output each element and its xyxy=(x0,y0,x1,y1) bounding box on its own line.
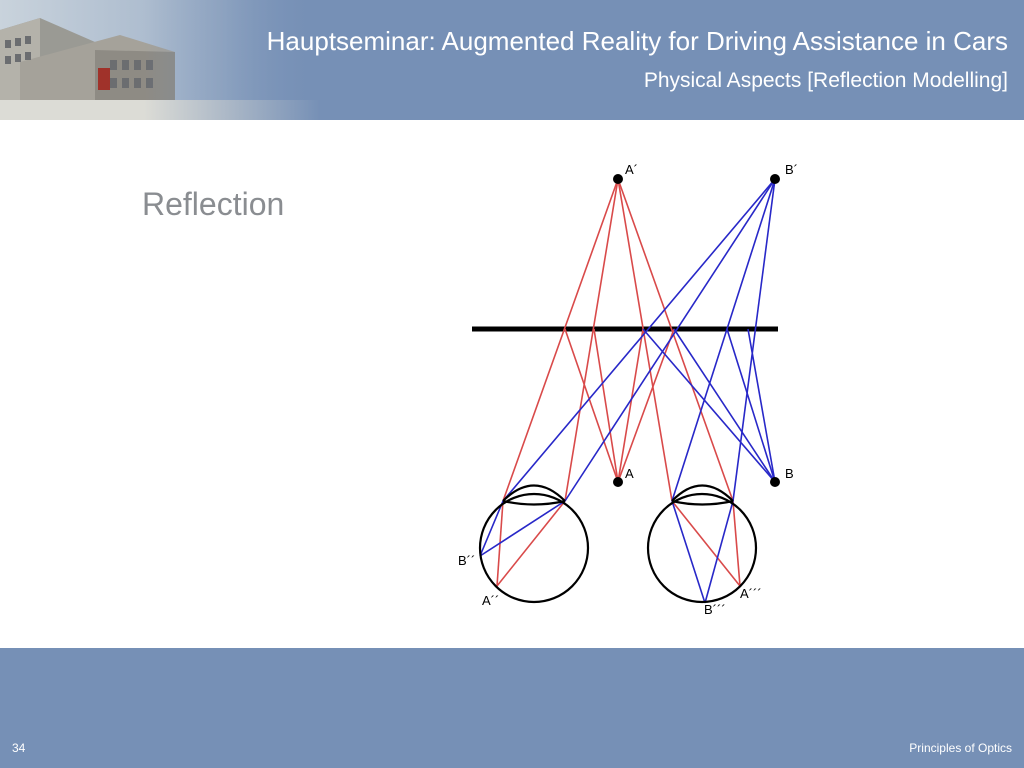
label-a-left-eye: A´´ xyxy=(482,593,499,608)
left-eye xyxy=(478,484,590,604)
ray-b-21 xyxy=(479,500,566,557)
footer-label: Principles of Optics xyxy=(909,741,1012,755)
ray-a-2 xyxy=(617,178,673,502)
ray-b-13 xyxy=(564,178,776,502)
label-a-right-eye: A´´´ xyxy=(740,586,762,601)
ray-b-18 xyxy=(726,328,776,483)
ray-a-11 xyxy=(732,500,741,587)
ray-b-19 xyxy=(747,328,776,483)
label-b-right-eye: B´´´ xyxy=(704,602,726,617)
ray-a-0 xyxy=(502,178,619,502)
page-number: 34 xyxy=(12,741,26,755)
ray-a-4 xyxy=(564,328,619,483)
point-b xyxy=(770,477,780,487)
header-building-photo xyxy=(0,0,320,120)
ray-b-12 xyxy=(502,178,776,502)
label-b-left-eye: B´´ xyxy=(458,553,475,568)
ray-b-23 xyxy=(704,500,734,604)
label-b: B xyxy=(785,466,794,481)
ray-b-16 xyxy=(642,328,776,483)
ray-a-9 xyxy=(496,500,566,587)
slide-heading: Reflection xyxy=(142,186,285,222)
ray-a-10 xyxy=(671,500,741,587)
label-a-virtual: A´ xyxy=(625,162,638,177)
ray-b-22 xyxy=(671,500,706,604)
label-a: A xyxy=(625,466,634,481)
ray-b-17 xyxy=(673,328,776,483)
header-title: Hauptseminar: Augmented Reality for Driv… xyxy=(266,26,1008,56)
header-bar: Hauptseminar: Augmented Reality for Driv… xyxy=(0,0,1024,120)
ray-b-14 xyxy=(671,178,776,502)
point-a-virtual xyxy=(613,174,623,184)
label-b-virtual: B´ xyxy=(785,162,798,177)
footer-bar: 34 Principles of Optics xyxy=(0,648,1024,768)
reflection-diagram: A´ B´ A B B´´ A´´ B´´´ A´´´ xyxy=(458,162,798,617)
ray-a-5 xyxy=(593,328,619,483)
ray-a-3 xyxy=(617,178,734,502)
point-b-virtual xyxy=(770,174,780,184)
ray-b-15 xyxy=(732,178,776,502)
point-a xyxy=(613,477,623,487)
ray-b-20 xyxy=(479,500,504,557)
ray-a-6 xyxy=(617,328,644,483)
light-rays xyxy=(479,178,776,604)
right-eye xyxy=(646,484,758,604)
ray-a-1 xyxy=(564,178,619,502)
header-subtitle: Physical Aspects [Reflection Modelling] xyxy=(643,69,1008,92)
